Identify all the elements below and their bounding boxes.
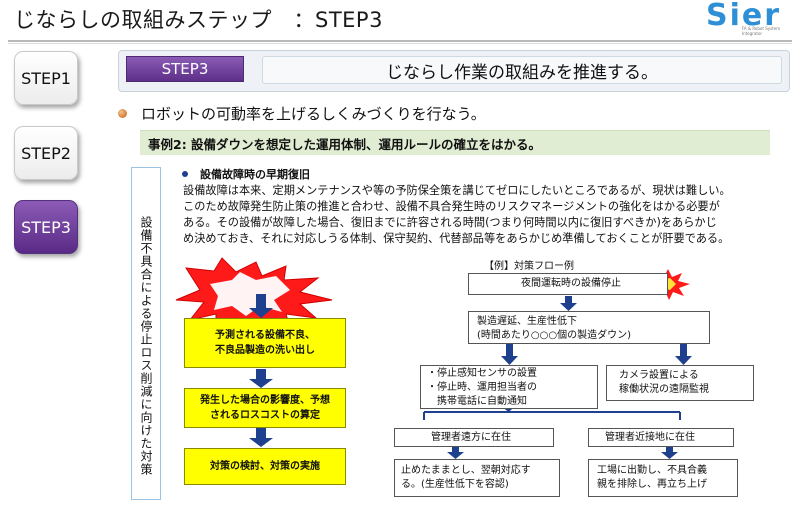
step1-button[interactable]: STEP1 [14, 51, 78, 105]
flow-box-near-action: 工場に出勤し、不具合義 親を排除し、再立ち上げ [588, 459, 738, 497]
title-divider-thin [8, 43, 792, 44]
flow-box-near: 管理者近接地に在住 [588, 428, 734, 447]
title-divider [8, 40, 792, 42]
logo-wordmark: Sier [706, 0, 782, 33]
flow-step-line: 予測される設備不良、 [215, 330, 315, 341]
flow-example-label: 【例】対策フロー例 [484, 261, 574, 272]
flow-step-line: 不良品製造の洗い出し [215, 345, 315, 356]
flow-box-line: (時間あたり○○○個の製造ダウン) [477, 330, 631, 341]
flow-box-sensor: ・停止感知センサの設置 ・停止時、運用担当者の 携帯電話に自動通知 [420, 365, 598, 409]
flow-box-line: 止めたままとし、翌朝対応す [401, 465, 531, 476]
subheading-dot-icon [182, 171, 188, 177]
flow-box-stop-text: 夜間運転時の設備停止 [521, 278, 621, 289]
flow-step-line: 発生した場合の影響度、予想 [200, 395, 330, 406]
flow-step-line: 対策の検討、対策の実施 [210, 461, 320, 472]
flow-box-line: る。(生産性低下を容認) [401, 479, 509, 490]
flow-box-line: ・停止感知センサの設置 [427, 368, 537, 379]
flow-box-camera: カメラ設置による 稼働状況の遠隔監視 [606, 365, 754, 401]
step3-button[interactable]: STEP3 [14, 200, 78, 254]
flow-box-line: ・停止時、運用担当者の [427, 382, 537, 393]
logo-sub-line1: FA & Robot System [742, 26, 781, 31]
flow-box-remote-action: 止めたままとし、翌朝対応す る。(生産性低下を容認) [394, 459, 560, 497]
flow-step-countermeasure: 対策の検討、対策の実施 [184, 448, 346, 485]
brand-logo: Sier FA & Robot System Integrator [706, 0, 792, 40]
flow-box-line: 工場に出勤し、不具合義 [597, 465, 707, 476]
arrow-down-icon [661, 447, 678, 459]
flow-box-delay: 製造遅延、生産性低下 (時間あたり○○○個の製造ダウン) [468, 311, 710, 344]
side-label-text: 設備不具合による停止ロス削減に向けた対策 [139, 216, 153, 476]
subheading-text: 設備故障時の早期復旧 [200, 168, 310, 181]
step2-button[interactable]: STEP2 [14, 126, 78, 180]
description-paragraph: 設備故障は本来、定期メンテナンスや等の予防保全策を講じてゼロにしたいところである… [183, 183, 783, 247]
bullet-dot-icon [118, 109, 127, 118]
arrow-down-icon [501, 344, 518, 365]
paragraph-line: ある。その設備が故障した場合、復旧までに許容される時間(つまり何時間以内に復旧す… [183, 216, 717, 229]
step-headline: じならし作業の取組みを推進する。 [262, 56, 782, 84]
main-bullet-text: ロボットの可動率を上げるしくみづくりを行なう。 [141, 105, 486, 123]
flow-box-line: カメラ設置による [619, 370, 699, 381]
arrow-down-icon [249, 428, 273, 447]
arrow-down-icon [249, 294, 273, 318]
arrow-down-icon [560, 296, 577, 311]
logo-subtitle: FA & Robot System Integrator [742, 26, 780, 36]
logo-sub-line2: Integrator [742, 31, 763, 36]
flow-box-stop: 夜間運転時の設備停止 [468, 273, 668, 295]
flow-box-line: 製造遅延、生産性低下 [477, 316, 577, 327]
paragraph-line: め決めておき、それに対応しうる体制、保守契約、代替部品等をあらかじめ準備しておく… [183, 232, 730, 245]
step-badge: STEP3 [126, 56, 244, 82]
paragraph-line: 設備故障は本来、定期メンテナンスや等の予防保全策を講じてゼロにしたいところである… [183, 184, 731, 197]
flow-step-line: されるロスコストの算定 [210, 410, 320, 421]
main-bullet: ロボットの可動率を上げるしくみづくりを行なう。 [118, 103, 486, 124]
arrow-down-icon [447, 447, 464, 459]
paragraph-line: このため故障発生防止策の推進と合わせ、設備不具合発生時のリスクマネージメントの強… [183, 200, 720, 213]
arrow-down-icon [249, 369, 273, 388]
flow-box-line: 携帯電話に自動通知 [427, 396, 527, 407]
arrow-down-icon [675, 344, 692, 365]
side-label-box: 設備不具合による停止ロス削減に向けた対策 [131, 167, 161, 500]
flow-step-impact: 発生した場合の影響度、予想 されるロスコストの算定 [184, 388, 346, 428]
subheading: 設備故障時の早期復旧 [182, 166, 310, 182]
flow-box-line: 稼働状況の遠隔監視 [619, 384, 709, 395]
case-title-bar: 事例2: 設備ダウンを想定した運用体制、運用ルールの確立をはかる。 [140, 130, 770, 155]
page-title: じならしの取組みステップ ：STEP3 [14, 8, 383, 32]
flow-box-remote: 管理者遠方に在住 [394, 428, 554, 447]
flow-step-identify: 予測される設備不良、 不良品製造の洗い出し [184, 318, 346, 368]
flow-box-near-text: 管理者近接地に在住 [605, 431, 695, 443]
flow-box-line: 親を排除し、再立ち上げ [597, 479, 707, 490]
flow-box-remote-text: 管理者遠方に在住 [431, 431, 511, 443]
